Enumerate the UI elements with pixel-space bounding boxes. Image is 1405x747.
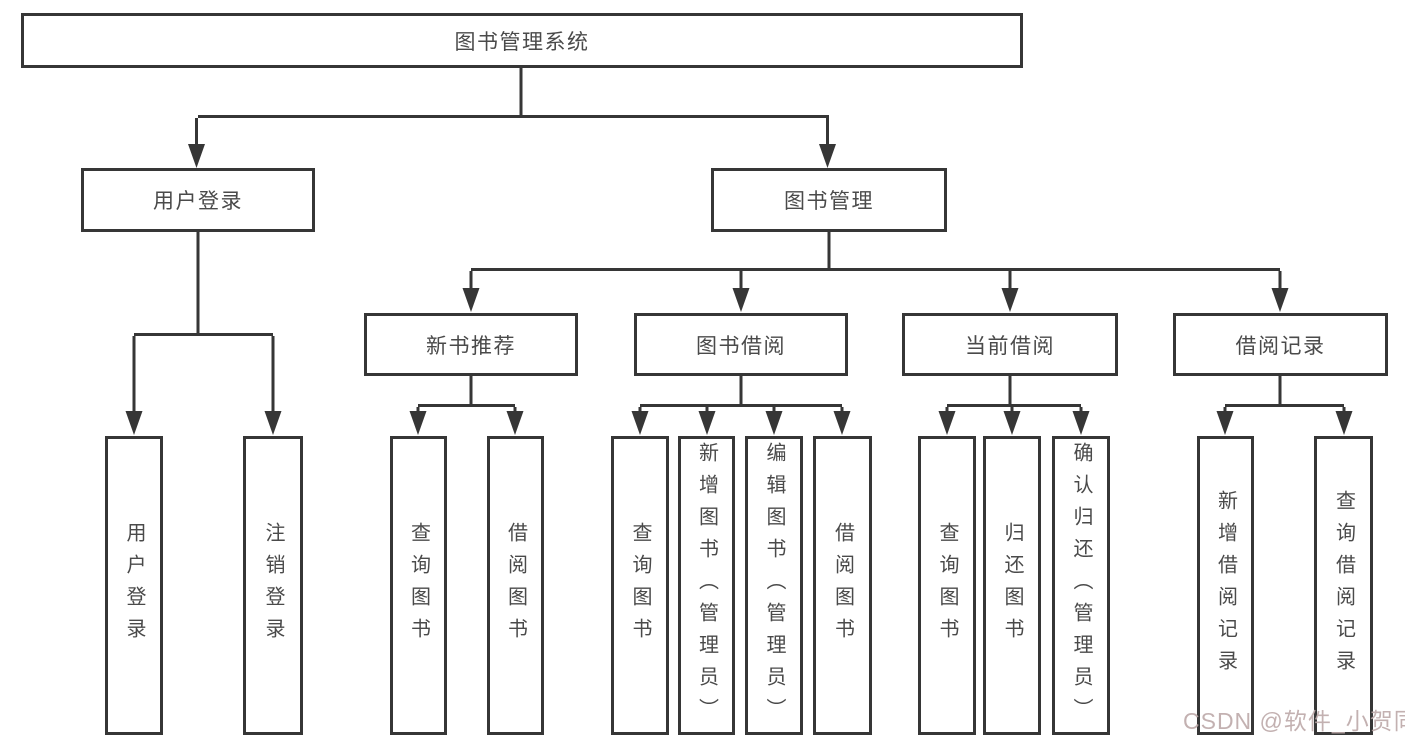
node-new-book-recommend: 新书推荐 bbox=[364, 313, 578, 376]
node-leaf-borrow-books-2: 借阅图书 bbox=[813, 436, 872, 735]
node-label: 图书管理 bbox=[784, 190, 874, 213]
node-leaf-logout: 注销登录 bbox=[243, 436, 303, 735]
node-label: 编辑图书（管理员） bbox=[763, 441, 785, 730]
node-label: 新增借阅记录 bbox=[1214, 489, 1237, 682]
csdn-watermark: CSDN @软件_小贺同学 bbox=[1183, 708, 1405, 734]
node-borrow-record: 借阅记录 bbox=[1173, 313, 1388, 376]
node-label: 查询借阅记录 bbox=[1332, 489, 1355, 682]
node-leaf-return-books: 归还图书 bbox=[983, 436, 1041, 735]
node-root-library-system: 图书管理系统 bbox=[21, 13, 1023, 68]
node-label: 图书管理系统 bbox=[454, 30, 590, 54]
arrowheads bbox=[125, 144, 1353, 435]
node-label: 查询图书 bbox=[407, 521, 430, 650]
node-leaf-edit-books-admin: 编辑图书（管理员） bbox=[745, 436, 803, 735]
node-label: 借阅图书 bbox=[831, 521, 854, 650]
node-leaf-query-books-3: 查询图书 bbox=[918, 436, 976, 735]
node-label: 当前借阅 bbox=[965, 334, 1055, 358]
node-label: 借阅图书 bbox=[504, 521, 527, 650]
node-leaf-borrow-books-1: 借阅图书 bbox=[487, 436, 544, 735]
node-label: 查询图书 bbox=[936, 521, 958, 650]
node-leaf-add-books-admin: 新增图书（管理员） bbox=[678, 436, 735, 735]
node-label: 新增图书（管理员） bbox=[695, 441, 718, 730]
node-current-borrow: 当前借阅 bbox=[902, 313, 1118, 376]
node-leaf-add-borrow-record: 新增借阅记录 bbox=[1197, 436, 1254, 735]
node-label: 注销登录 bbox=[262, 521, 284, 650]
node-label: 用户登录 bbox=[153, 190, 243, 213]
node-book-management: 图书管理 bbox=[711, 168, 947, 232]
node-leaf-query-borrow-record: 查询借阅记录 bbox=[1314, 436, 1373, 735]
node-label: 确认归还（管理员） bbox=[1070, 441, 1092, 730]
node-leaf-query-books-2: 查询图书 bbox=[611, 436, 669, 735]
node-leaf-query-books-1: 查询图书 bbox=[390, 436, 447, 735]
node-user-login: 用户登录 bbox=[81, 168, 315, 232]
node-label: 查询图书 bbox=[629, 521, 651, 650]
node-label: 用户登录 bbox=[123, 521, 145, 650]
node-leaf-user-login: 用户登录 bbox=[105, 436, 163, 735]
node-leaf-confirm-return-admin: 确认归还（管理员） bbox=[1052, 436, 1110, 735]
node-book-borrow: 图书借阅 bbox=[634, 313, 848, 376]
node-label: 借阅记录 bbox=[1235, 334, 1326, 358]
node-label: 新书推荐 bbox=[426, 334, 516, 358]
node-label: 归还图书 bbox=[1001, 521, 1023, 650]
node-label: 图书借阅 bbox=[696, 334, 786, 358]
